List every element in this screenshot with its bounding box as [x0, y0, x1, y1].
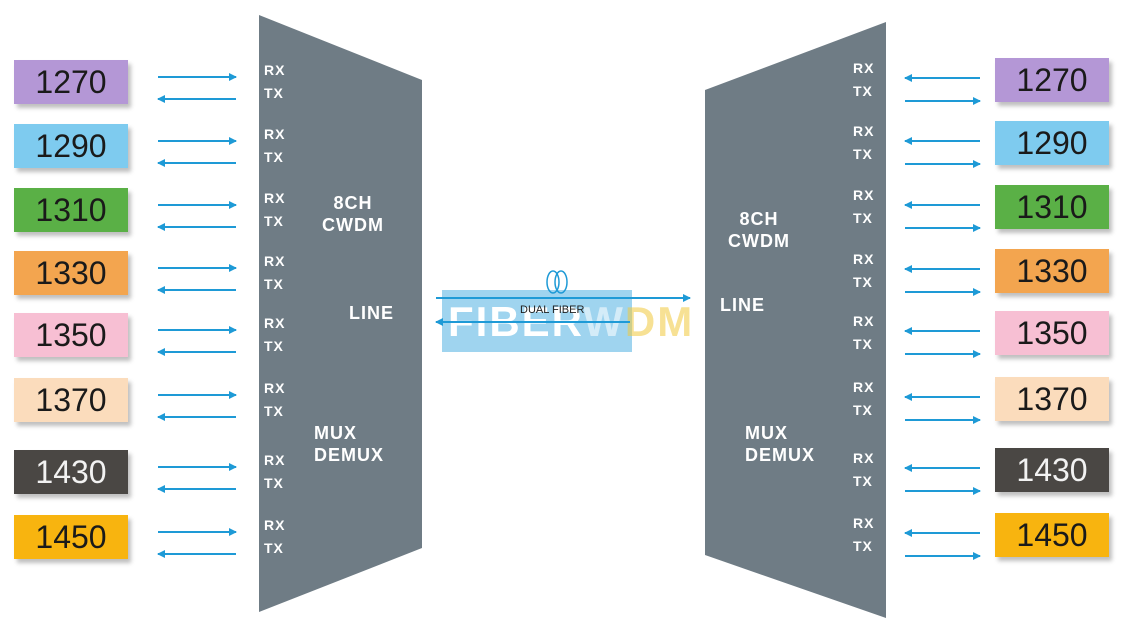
- left-ports-1370: RX TX: [264, 377, 285, 423]
- right-rx-label: RX: [853, 515, 875, 531]
- right-mux-demux-title: MUX DEMUX: [745, 422, 815, 466]
- left-demux-label: DEMUX: [314, 445, 385, 465]
- right-mux-label: MUX: [745, 423, 788, 443]
- left-tx-label: TX: [264, 85, 284, 101]
- left-ports-1430: RX TX: [264, 449, 285, 495]
- right-ports-1370: RX TX: [853, 376, 874, 422]
- right-mux-demux-body: [705, 22, 886, 618]
- right-tx-label: TX: [853, 336, 873, 352]
- right-ports-1350: RX TX: [853, 310, 874, 356]
- left-channel-1290: 1290: [14, 124, 128, 168]
- left-tx-label: TX: [264, 276, 284, 292]
- left-tx-label: TX: [264, 403, 284, 419]
- left-ports-1350: RX TX: [264, 312, 285, 358]
- left-rx-label: RX: [264, 190, 286, 206]
- right-demux-label: DEMUX: [745, 445, 816, 465]
- right-tx-label: TX: [853, 274, 873, 290]
- left-mux-demux-body: [259, 15, 422, 612]
- left-cwdm-label-top: 8CH: [333, 193, 373, 213]
- right-tx-label: TX: [853, 83, 873, 99]
- right-ports-1310: RX TX: [853, 184, 874, 230]
- right-rx-label: RX: [853, 60, 875, 76]
- right-ports-1330: RX TX: [853, 248, 874, 294]
- left-channel-1270: 1270: [14, 60, 128, 104]
- left-channel-1350: 1350: [14, 313, 128, 357]
- left-ports-1450: RX TX: [264, 514, 285, 560]
- right-rx-label: RX: [853, 251, 875, 267]
- left-channel-1310: 1310: [14, 188, 128, 232]
- left-channel-1450: 1450: [14, 515, 128, 559]
- left-cwdm-title: 8CH CWDM: [322, 192, 384, 236]
- left-rx-label: RX: [264, 315, 286, 331]
- right-rx-label: RX: [853, 123, 875, 139]
- right-ports-1430: RX TX: [853, 447, 874, 493]
- left-ports-1290: RX TX: [264, 123, 285, 169]
- right-cwdm-label-top: 8CH: [739, 209, 779, 229]
- left-channel-1330: 1330: [14, 251, 128, 295]
- left-rx-label: RX: [264, 126, 286, 142]
- left-tx-label: TX: [264, 149, 284, 165]
- left-mux-demux-title: MUX DEMUX: [314, 422, 384, 466]
- right-ports-1270: RX TX: [853, 57, 874, 103]
- right-rx-label: RX: [853, 450, 875, 466]
- fiber-coil-loop-1: [546, 270, 560, 294]
- dual-fiber-label: DUAL FIBER: [520, 304, 585, 316]
- left-line-label: LINE: [349, 303, 395, 323]
- right-ports-1290: RX TX: [853, 120, 874, 166]
- left-rx-label: RX: [264, 380, 286, 396]
- left-ports-1270: RX TX: [264, 59, 285, 105]
- left-tx-label: TX: [264, 540, 284, 556]
- left-ports-1330: RX TX: [264, 250, 285, 296]
- right-channel-1350: 1350: [995, 311, 1109, 355]
- right-rx-label: RX: [853, 187, 875, 203]
- watermark-part3: DM: [624, 298, 695, 345]
- right-tx-label: TX: [853, 473, 873, 489]
- right-rx-label: RX: [853, 379, 875, 395]
- right-cwdm-title: 8CH CWDM: [728, 208, 790, 252]
- right-ports-1450: RX TX: [853, 512, 874, 558]
- left-rx-label: RX: [264, 517, 286, 533]
- left-tx-label: TX: [264, 338, 284, 354]
- right-channel-1450: 1450: [995, 513, 1109, 557]
- left-channel-1430: 1430: [14, 450, 128, 494]
- right-channel-1290: 1290: [995, 121, 1109, 165]
- right-channel-1270: 1270: [995, 58, 1109, 102]
- left-rx-label: RX: [264, 62, 286, 78]
- left-tx-label: TX: [264, 475, 284, 491]
- right-tx-label: TX: [853, 538, 873, 554]
- right-cwdm-label-second: CWDM: [728, 231, 790, 251]
- left-channel-1370: 1370: [14, 378, 128, 422]
- left-rx-label: RX: [264, 253, 286, 269]
- right-channel-1310: 1310: [995, 185, 1109, 229]
- left-rx-label: RX: [264, 452, 286, 468]
- right-tx-label: TX: [853, 146, 873, 162]
- fiber-coil-loop-2: [554, 270, 568, 294]
- right-channel-1330: 1330: [995, 249, 1109, 293]
- right-rx-label: RX: [853, 313, 875, 329]
- left-mux-label: MUX: [314, 423, 357, 443]
- right-line-label: LINE: [720, 295, 766, 315]
- left-tx-label: TX: [264, 213, 284, 229]
- right-tx-label: TX: [853, 210, 873, 226]
- right-tx-label: TX: [853, 402, 873, 418]
- right-channel-1430: 1430: [995, 448, 1109, 492]
- left-cwdm-label-second: CWDM: [322, 215, 384, 235]
- left-ports-1310: RX TX: [264, 187, 285, 233]
- right-channel-1370: 1370: [995, 377, 1109, 421]
